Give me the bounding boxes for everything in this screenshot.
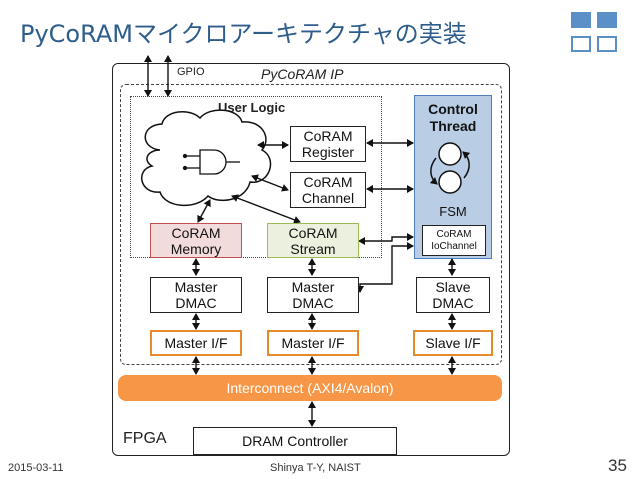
fpga-label: FPGA: [123, 430, 167, 447]
slide-date: 2015-03-11: [8, 462, 64, 474]
coram-memory-box: CoRAM Memory: [150, 223, 242, 258]
fpga-frame: [112, 63, 510, 456]
connection-arrows: [144, 55, 456, 427]
coram-channel-box: CoRAM Channel: [290, 172, 366, 208]
dram-controller-box: DRAM Controller: [193, 427, 397, 455]
master-if-box-1: Master I/F: [150, 330, 242, 356]
fsm-label: FSM: [439, 204, 467, 219]
master-dmac-box-2: Master DMAC: [267, 277, 359, 313]
control-thread-label: Control Thread: [428, 101, 478, 134]
fsm-state-icon: [429, 142, 471, 194]
slide-page-number: 35: [608, 456, 627, 475]
logo-grid-icon: [571, 12, 625, 56]
slave-dmac-box: Slave DMAC: [416, 277, 490, 313]
master-dmac-box-1: Master DMAC: [150, 277, 242, 313]
user-logic-frame: [130, 96, 382, 258]
interconnect-bar: Interconnect (AXI4/Avalon): [118, 375, 502, 401]
and-gate-icon: [182, 149, 240, 175]
coram-stream-box: CoRAM Stream: [267, 223, 359, 258]
slave-if-box: Slave I/F: [413, 330, 493, 356]
pycoram-ip-label: PyCoRAM IP: [261, 66, 344, 82]
slide-title: PyCoRAMマイクロアーキテクチャの実装: [20, 20, 467, 48]
coram-register-box: CoRAM Register: [290, 126, 366, 162]
slide-author: Shinya T-Y, NAIST: [270, 462, 361, 474]
master-if-box-2: Master I/F: [267, 330, 359, 356]
coram-iochannel-box: CoRAM IoChannel: [422, 225, 486, 256]
user-logic-label: User Logic: [218, 100, 286, 115]
gpio-label: GPIO: [177, 66, 205, 78]
